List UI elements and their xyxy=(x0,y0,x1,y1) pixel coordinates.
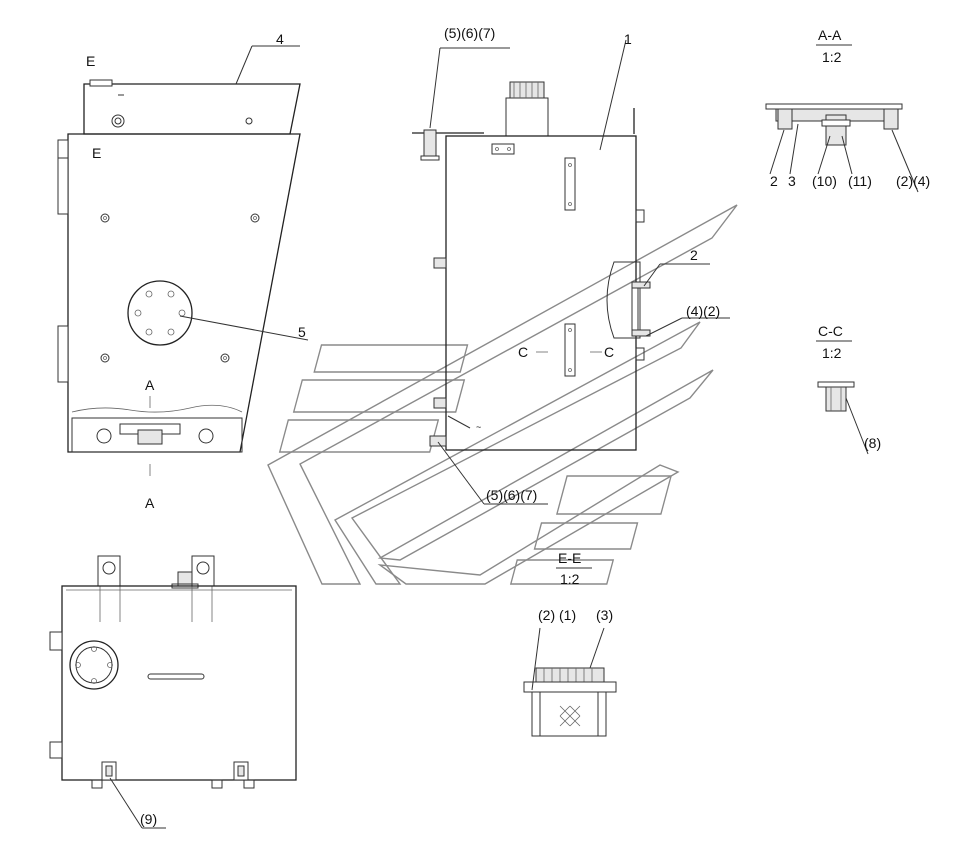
section-marker-a-bottom: A xyxy=(145,495,155,511)
section-c-c: C-C 1:2 (8) xyxy=(816,323,881,455)
section-ee-scale: 1:2 xyxy=(560,571,580,587)
watermark-logo xyxy=(267,204,738,585)
front-view-title: E xyxy=(86,53,95,69)
aa-callout-3: 3 xyxy=(788,173,796,189)
aa-callout-2: 2 xyxy=(770,173,778,189)
aa-callout-2-4: (2)(4) xyxy=(896,173,930,189)
aa-callout-10: (10) xyxy=(812,173,837,189)
bottom-view: (9) xyxy=(49,555,297,829)
cc-callout-8: (8) xyxy=(864,435,881,451)
side-small-mark: ~ xyxy=(476,422,481,432)
callout-5-6-7-top: (5)(6)(7) xyxy=(444,25,495,41)
front-view: E E A A 4 5 xyxy=(57,31,309,511)
section-aa-scale: 1:2 xyxy=(822,49,842,65)
callout-4-2: (4)(2) xyxy=(686,303,720,319)
section-aa-title: A-A xyxy=(818,27,842,43)
inspection-cover xyxy=(127,280,193,346)
callout-4: 4 xyxy=(276,31,284,47)
bottom-callout-9: (9) xyxy=(140,811,157,827)
section-marker-c-left: C xyxy=(518,344,528,360)
section-marker-a-top: A xyxy=(145,377,155,393)
section-e-e: E-E 1:2 (2) (1) (3) xyxy=(523,550,617,737)
aa-callout-11: (11) xyxy=(848,173,872,189)
side-view: ~ (5)(6)(7) 1 2 (4)(2) C C (5)(6)(7) xyxy=(412,25,730,505)
callout-5-6-7-bottom: (5)(6)(7) xyxy=(486,487,537,503)
section-cc-title: C-C xyxy=(818,323,843,339)
section-cc-scale: 1:2 xyxy=(822,345,842,361)
section-marker-c-right: C xyxy=(604,344,614,360)
callout-2-side: 2 xyxy=(690,247,698,263)
callout-5: 5 xyxy=(298,324,306,340)
section-ee-title: E-E xyxy=(558,550,581,566)
callout-1: 1 xyxy=(624,31,632,47)
ee-callout-3: (3) xyxy=(596,607,613,623)
front-view-label-e: E xyxy=(92,145,101,161)
section-a-a: A-A 1:2 2 3 (10) (11) (2)(4) xyxy=(765,27,930,193)
ee-callout-2-1: (2) (1) xyxy=(538,607,576,623)
